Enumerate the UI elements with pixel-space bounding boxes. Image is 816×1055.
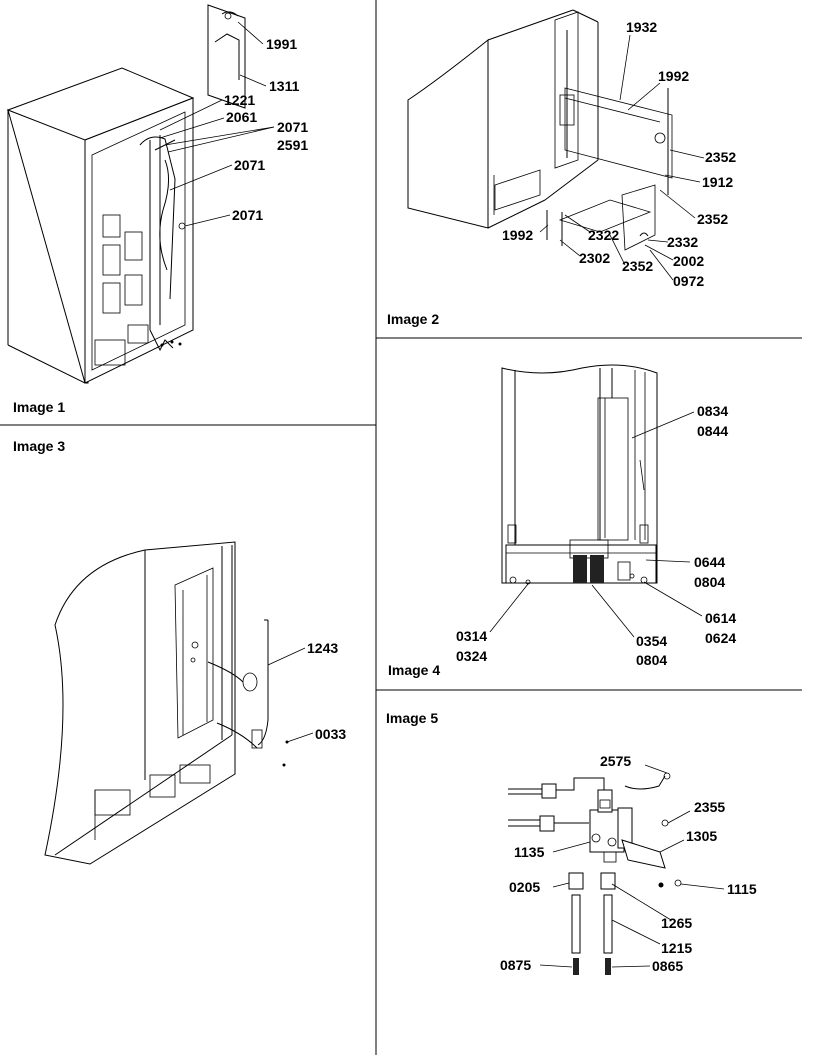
callout-2352-b: 2352 xyxy=(697,211,728,227)
callout-0033: 0033 xyxy=(315,726,346,742)
callout-1115: 1115 xyxy=(727,881,757,897)
callout-2355: 2355 xyxy=(694,799,725,815)
callout-0875: 0875 xyxy=(500,957,531,973)
image-1-leaders xyxy=(159,21,275,227)
image-3-panel: 1243 0033 Image 3 xyxy=(13,438,346,865)
image-3-leaders xyxy=(267,647,314,743)
callout-0844: 0844 xyxy=(697,423,728,439)
callout-2575: 2575 xyxy=(600,753,631,769)
image-5-panel: 2575 2355 1305 1135 1115 0205 1265 1215 … xyxy=(386,710,757,975)
water-valve-assembly-drawing xyxy=(508,772,682,975)
callout-2002: 2002 xyxy=(673,253,704,269)
image-4-panel: 0834 0844 0644 0804 0614 0624 0314 0324 … xyxy=(388,364,736,678)
callout-1265: 1265 xyxy=(661,915,692,931)
image-1-label: Image 1 xyxy=(13,399,65,415)
callout-0314: 0314 xyxy=(456,628,487,644)
callout-0354: 0354 xyxy=(636,633,667,649)
image-4-label: Image 4 xyxy=(388,662,440,678)
callout-1992-a: 1992 xyxy=(658,68,689,84)
cabinet-bottom-rear-drawing xyxy=(407,9,673,251)
image-2-leaders xyxy=(539,34,705,281)
image-1-panel: 1991 1311 1221 2061 2071 2591 2071 2071 … xyxy=(6,4,308,415)
callout-2332: 2332 xyxy=(667,234,698,250)
callout-0972: 0972 xyxy=(673,273,704,289)
image-2-label: Image 2 xyxy=(387,311,439,327)
callout-2071-c: 2071 xyxy=(232,207,263,223)
image-4-leaders xyxy=(489,411,703,638)
callout-1221: 1221 xyxy=(224,92,255,108)
callout-0614: 0614 xyxy=(705,610,736,626)
callout-2352-a: 2352 xyxy=(705,149,736,165)
callout-2302: 2302 xyxy=(579,250,610,266)
callout-0804-a: 0804 xyxy=(694,574,725,590)
callout-2322: 2322 xyxy=(588,227,619,243)
callout-1135: 1135 xyxy=(514,844,545,860)
image-2-panel: 1932 1992 2352 1912 2352 1992 2322 2332 … xyxy=(387,9,736,327)
image-5-label: Image 5 xyxy=(386,710,438,726)
callout-2071-b: 2071 xyxy=(234,157,265,173)
callout-0644: 0644 xyxy=(694,554,725,570)
rear-panel-wiring-drawing xyxy=(44,541,289,865)
callout-0804-b: 0804 xyxy=(636,652,667,668)
callout-1992-b: 1992 xyxy=(502,227,533,243)
callout-1215: 1215 xyxy=(661,940,692,956)
callout-2071-a: 2071 xyxy=(277,119,308,135)
callout-0205: 0205 xyxy=(509,879,540,895)
image-5-leaders xyxy=(539,764,725,968)
callout-0324: 0324 xyxy=(456,648,487,664)
callout-2591: 2591 xyxy=(277,137,308,153)
callout-1991: 1991 xyxy=(266,36,297,52)
callout-2352-c: 2352 xyxy=(622,258,653,274)
callout-2061: 2061 xyxy=(226,109,257,125)
callout-1932: 1932 xyxy=(626,19,657,35)
callout-0865: 0865 xyxy=(652,958,683,974)
callout-0624: 0624 xyxy=(705,630,736,646)
image-3-label: Image 3 xyxy=(13,438,65,454)
refrigerator-rear-drawing xyxy=(6,4,246,384)
callout-1243: 1243 xyxy=(307,640,338,656)
cabinet-back-drawing xyxy=(501,364,658,585)
callout-1305: 1305 xyxy=(686,828,717,844)
callout-1912: 1912 xyxy=(702,174,733,190)
callout-1311: 1311 xyxy=(269,78,300,94)
callout-0834: 0834 xyxy=(697,403,728,419)
